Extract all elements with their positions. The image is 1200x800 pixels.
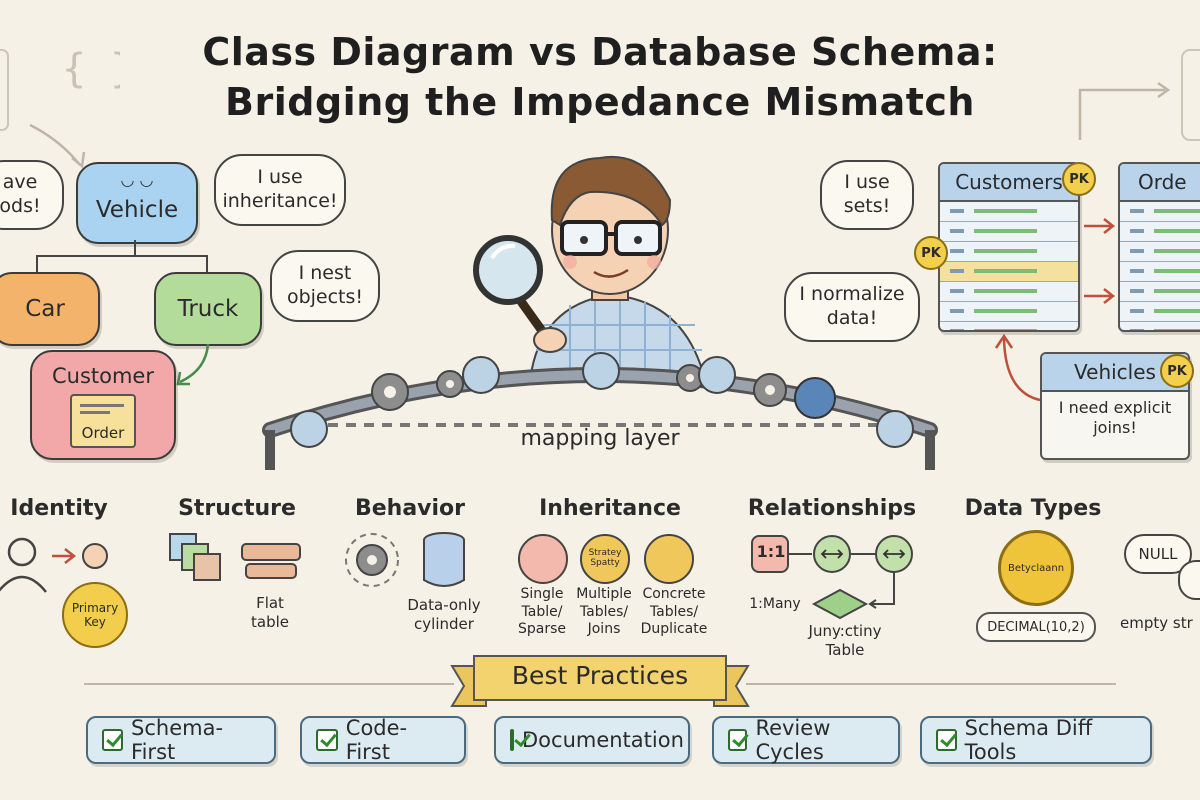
inheritance-connector-truck: [206, 255, 208, 275]
speech-joins: I need explicit joins!: [1058, 398, 1172, 437]
nesting-arrow: [176, 343, 210, 386]
junction-table-label: Juny:ctiny Table: [808, 622, 882, 659]
inheritance-concrete-caption: Concrete Tables/ Duplicate: [640, 586, 708, 637]
truck-class-label: Truck: [177, 296, 239, 322]
practice-schema-diff-tools[interactable]: Schema Diff Tools: [920, 716, 1152, 764]
database-node-icon: [290, 410, 328, 448]
checkmark-icon: [936, 729, 957, 751]
svg-text:{ }: { }: [62, 46, 120, 92]
speech-bubble-inheritance: I use inheritance!: [214, 154, 346, 226]
foreign-key-arrows: [1084, 218, 1116, 304]
inheritance-connector: [134, 240, 136, 256]
practice-documentation[interactable]: Documentation: [494, 716, 690, 764]
practice-schema-first[interactable]: Schema-First: [86, 716, 276, 764]
pk-badge: PK: [1062, 162, 1096, 196]
best-practices-banner: Best Practices: [511, 661, 689, 690]
structure-caption: Flat table: [251, 594, 289, 631]
inheritance-connector-horizontal: [36, 255, 208, 257]
practice-label: Schema Diff Tools: [964, 716, 1093, 764]
car-class-bubble: Car: [0, 272, 100, 346]
orders-table-header: Orde: [1120, 164, 1200, 202]
coin-icon: Betyclaann: [998, 530, 1074, 606]
speech-bubble-methods: ave ods!: [0, 160, 64, 230]
practice-label: Review Cycles: [755, 716, 831, 764]
customers-table: Customers: [938, 162, 1080, 332]
page-title-line-1: Class Diagram vs Database Schema:: [202, 30, 998, 74]
identity-heading: Identity: [10, 496, 108, 521]
empty-string-bubble: [1178, 560, 1200, 600]
order-nested-label: Order: [81, 424, 125, 442]
smiley-face-icon: ◡ ◡: [120, 170, 154, 189]
relationships-icon: [751, 535, 913, 620]
structure-icon: [169, 533, 301, 581]
structure-heading: Structure: [178, 496, 296, 521]
relationships-heading: Relationships: [747, 496, 917, 521]
database-node-icon: [462, 356, 500, 394]
practice-label: Schema-First: [131, 716, 224, 764]
best-practices-ribbon: [450, 655, 750, 707]
curly-braces-sketch: { }: [0, 46, 120, 169]
checkmark-icon: [102, 729, 124, 751]
concrete-tables-icon: [644, 534, 694, 584]
practice-label: Documentation: [522, 728, 684, 752]
truck-class-bubble: Truck: [154, 272, 262, 346]
pk-badge: PK: [914, 236, 948, 270]
practice-review-cycles[interactable]: Review Cycles: [712, 716, 900, 764]
behavior-heading: Behavior: [354, 496, 466, 521]
one-to-one-label: 1:1: [756, 542, 786, 561]
inheritance-heading: Inheritance: [539, 496, 681, 521]
database-node-icon: [582, 352, 620, 390]
speech-bubble-sets: I use sets!: [820, 160, 914, 230]
one-to-many-label: 1:Many: [749, 596, 801, 612]
bridge-label: mapping layer: [520, 426, 680, 451]
data-types-heading: Data Types: [964, 496, 1102, 521]
checkmark-icon: [510, 729, 514, 751]
customer-class-label: Customer: [51, 364, 154, 388]
practice-label: Code-First: [345, 716, 408, 764]
empty-string-label: empty str: [1120, 614, 1193, 632]
customer-class-bubble: Customer Order: [30, 350, 176, 460]
database-node-icon: [698, 356, 736, 394]
speech-bubble-normalize: I normalize data!: [784, 272, 920, 342]
order-nested-card: Order: [70, 394, 136, 448]
behavior-caption: Data-only cylinder: [407, 596, 481, 633]
checkmark-icon: [728, 729, 748, 751]
pk-badge: PK: [1160, 354, 1194, 388]
inheritance-connector-car: [36, 255, 38, 275]
database-node-icon: [876, 410, 914, 448]
vehicles-link-arrow: [994, 333, 1041, 402]
multiple-tables-icon: Stratey Spatty: [580, 534, 630, 584]
divider-line: [746, 683, 1116, 685]
primary-key-badge: Primary Key: [62, 582, 128, 648]
page-title-line-2: Bridging the Impedance Mismatch: [225, 80, 975, 124]
behavior-icon: [345, 532, 465, 587]
arrow-sketch: [1078, 49, 1200, 141]
vehicles-table: Vehicles I need explicit joins!: [1040, 352, 1190, 460]
vehicle-class-bubble: ◡ ◡ Vehicle: [76, 162, 198, 244]
orders-table: Orde: [1118, 162, 1200, 332]
vehicle-class-label: Vehicle: [95, 197, 179, 223]
single-table-icon: [518, 534, 568, 584]
decimal-type-label: DECIMAL(10,2): [976, 612, 1096, 642]
practice-code-first[interactable]: Code-First: [300, 716, 466, 764]
checkmark-icon: [316, 729, 338, 751]
inheritance-multiple-caption: Multiple Tables/ Joins: [576, 586, 632, 637]
inheritance-single-caption: Single Table/ Sparse: [517, 586, 566, 637]
speech-bubble-nest: I nest objects!: [270, 250, 380, 322]
developer-character: [473, 155, 707, 380]
customers-table-header: Customers: [940, 164, 1078, 202]
car-class-label: Car: [25, 296, 65, 322]
divider-line: [84, 683, 454, 685]
